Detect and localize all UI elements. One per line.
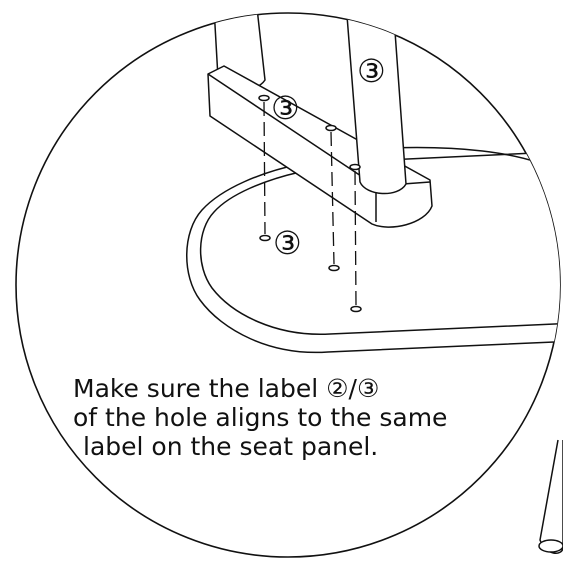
seat-hole xyxy=(259,234,271,242)
seat-label: ③ xyxy=(273,224,302,262)
instruction-line: label on the seat panel. xyxy=(83,432,379,461)
alignment-guide xyxy=(263,101,266,235)
bracket-hole xyxy=(258,94,270,102)
instruction-text: Make sure the label ②/③ of the hole alig… xyxy=(73,374,447,461)
chair-leg-end xyxy=(538,539,563,553)
bracket-label: ③ xyxy=(271,89,300,127)
bracket-hole xyxy=(349,163,361,171)
instruction-line: of the hole aligns to the same xyxy=(73,403,448,432)
seat-hole xyxy=(328,264,340,272)
alignment-guide xyxy=(354,170,357,306)
seat-panel-edge xyxy=(199,171,560,335)
seat-panel xyxy=(186,149,560,354)
post-right xyxy=(344,13,407,195)
post-label: ③ xyxy=(357,52,386,90)
instruction-line: Make sure the label ②/③ xyxy=(73,374,380,403)
chair-leg xyxy=(539,439,563,554)
bracket-hole xyxy=(325,124,337,132)
seat-hole xyxy=(350,305,362,313)
alignment-guide xyxy=(330,131,335,265)
